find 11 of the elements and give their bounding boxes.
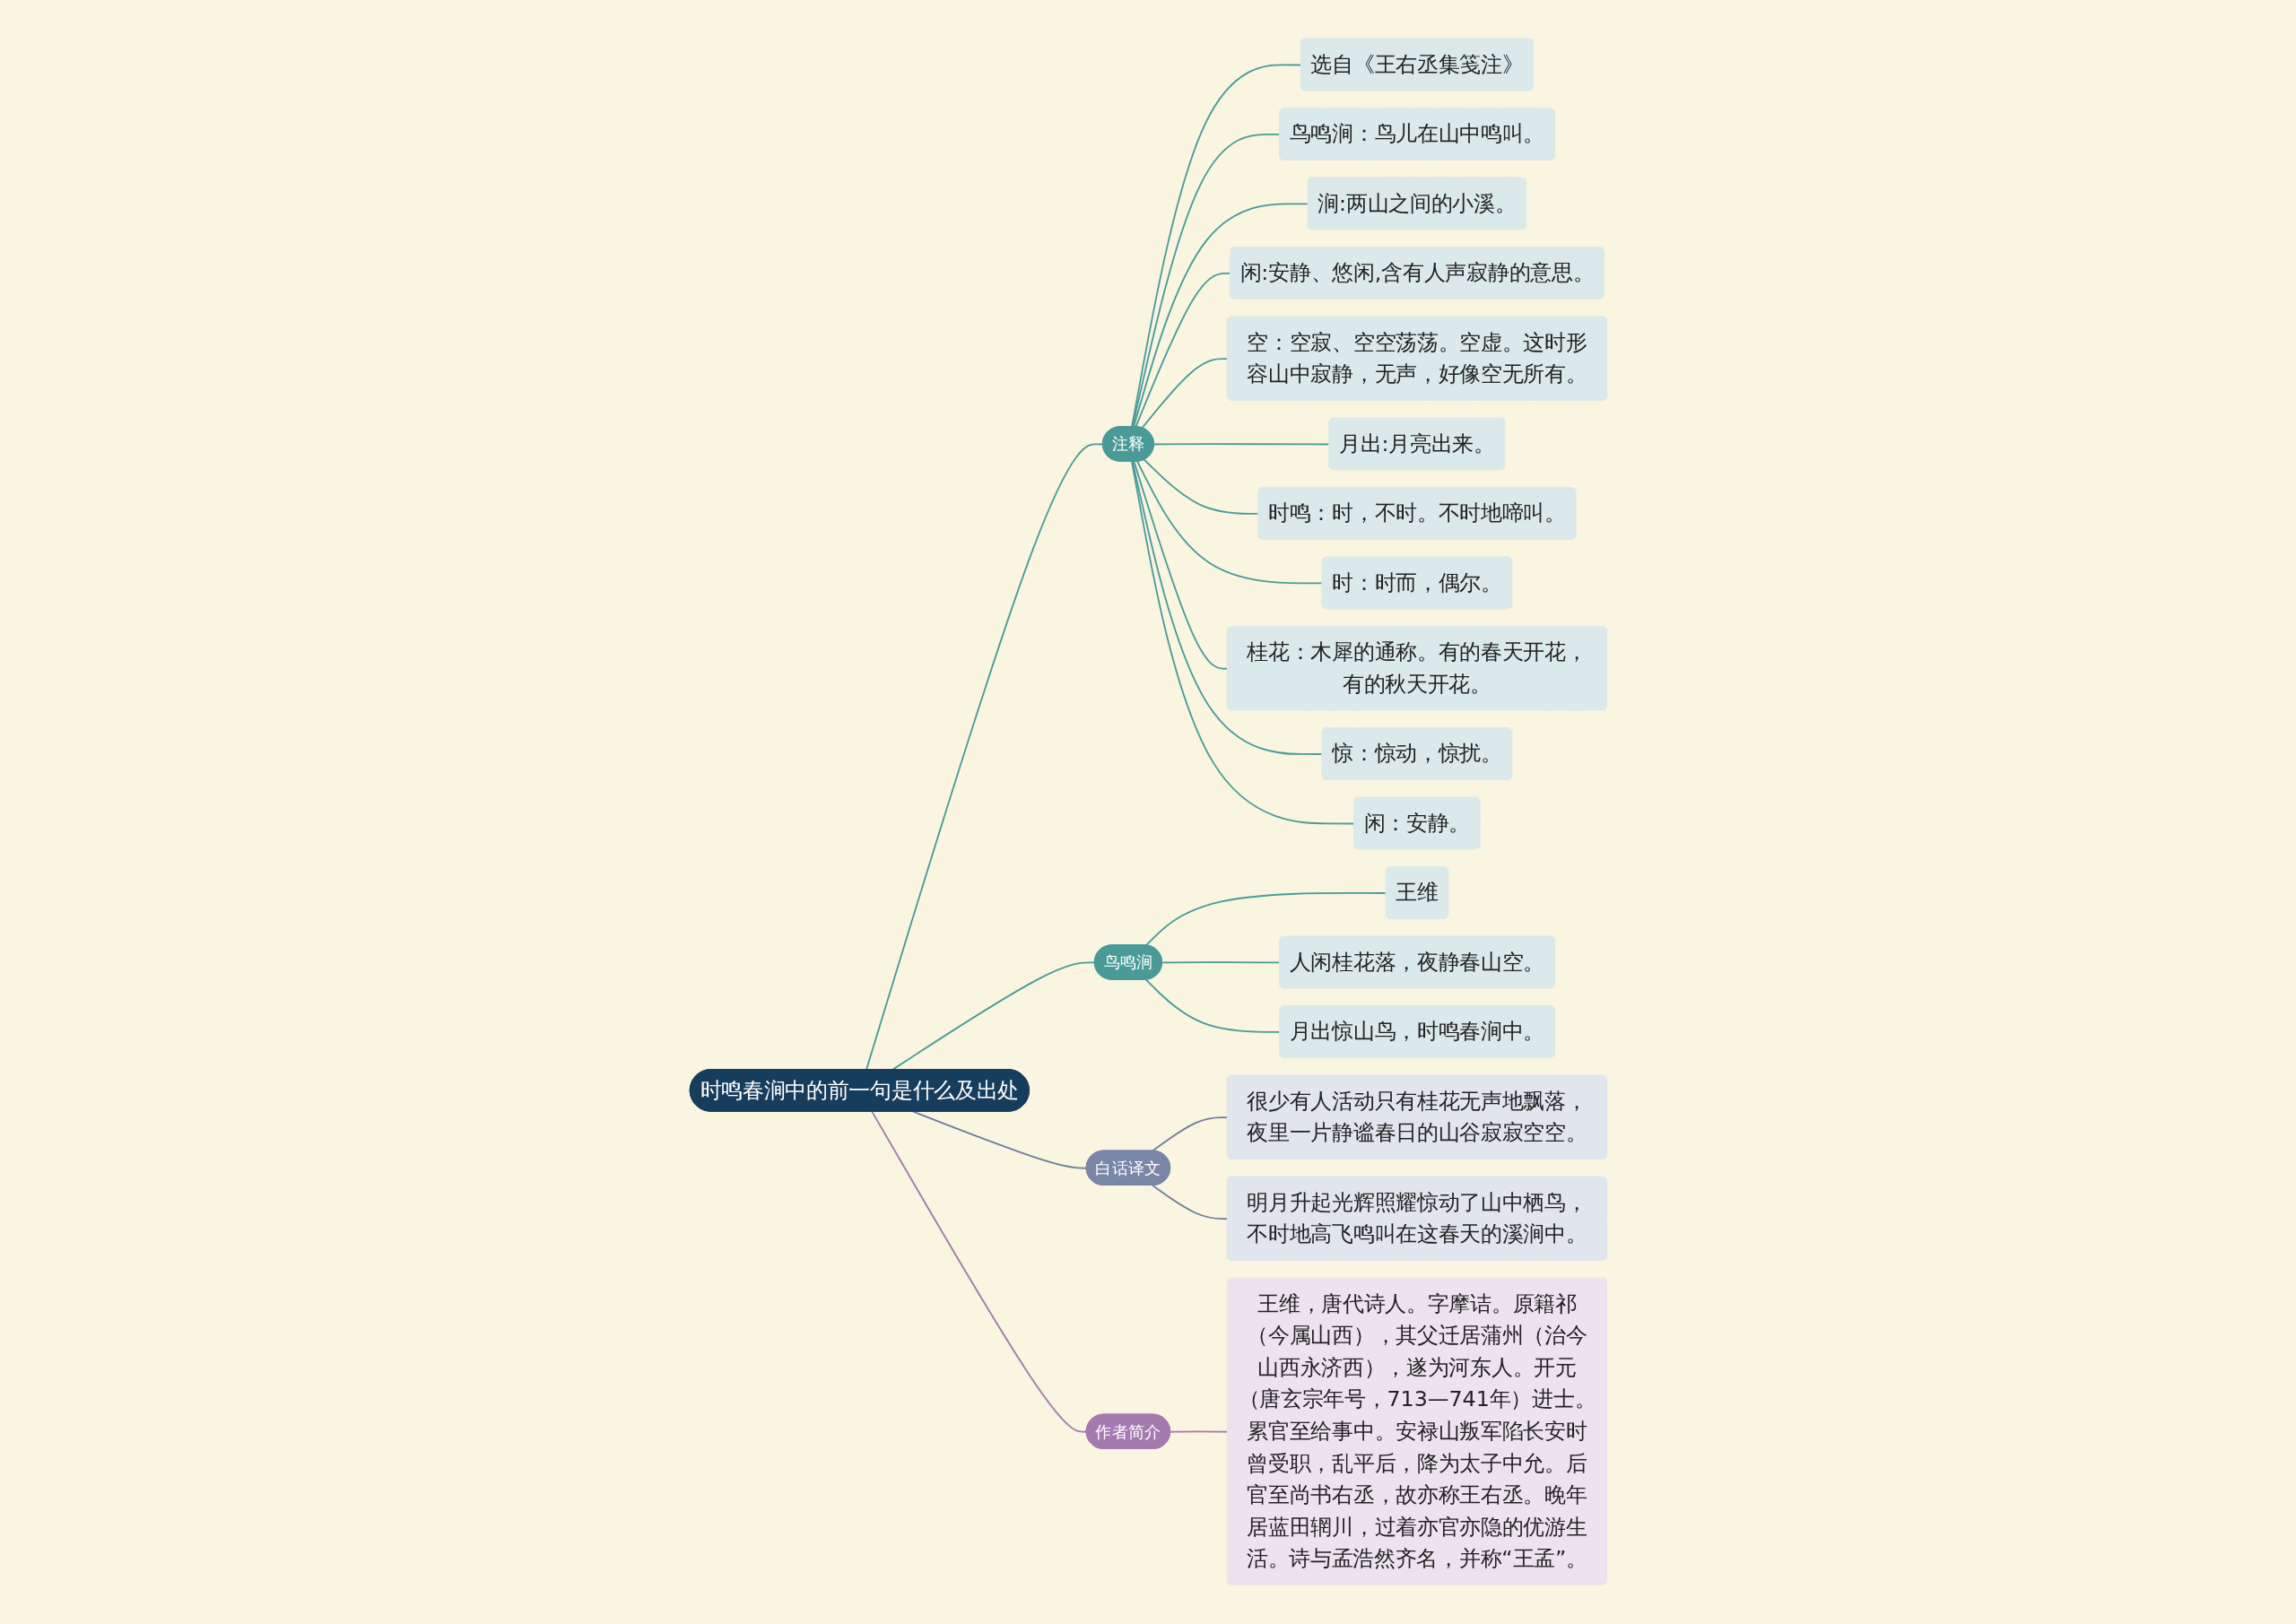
connector [1144,978,1281,1034]
connector [1131,134,1281,429]
connector [1141,358,1229,430]
connector [1133,460,1229,670]
connector [1130,64,1302,429]
connector [1151,1116,1229,1152]
connector [1161,961,1281,964]
connector [1130,460,1355,825]
connector [1151,1185,1229,1220]
connector [1135,273,1231,429]
connector [1169,1430,1229,1433]
